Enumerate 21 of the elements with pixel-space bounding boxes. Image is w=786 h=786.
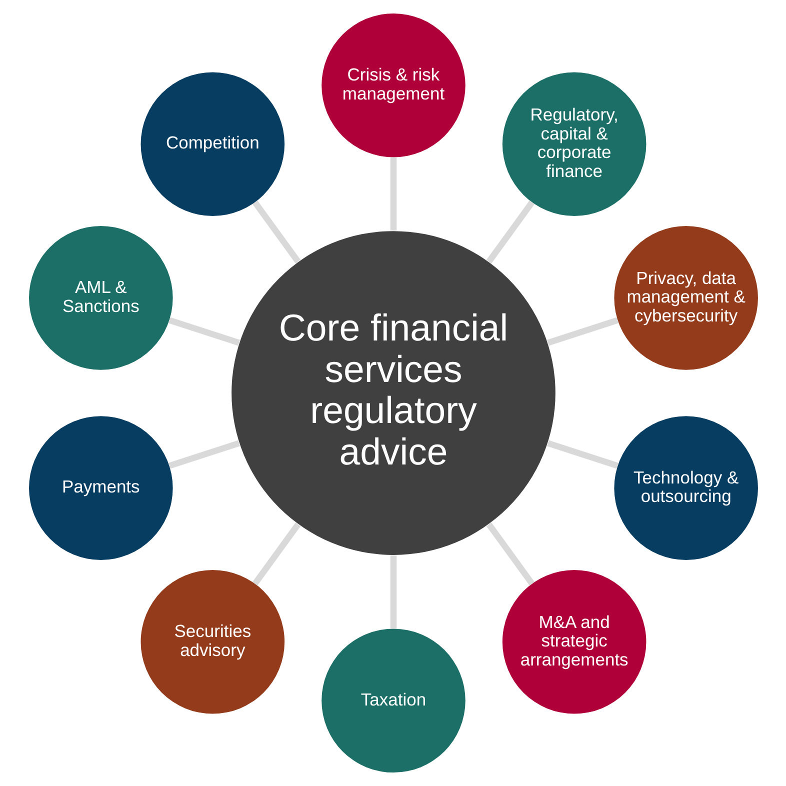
node-circle: Payments [28,416,172,560]
connector [486,522,534,586]
connector [546,440,618,469]
node-circle: Technology & outsourcing [614,416,758,560]
connector [390,555,396,629]
node-circle: AML & Sanctions [28,226,172,370]
node-circle: Core financial services regulatory advice [231,231,555,555]
node-circle: Privacy, data management & cybersecurity [614,226,758,370]
node-circle: Competition [140,72,284,216]
connector [168,440,240,469]
connector [486,200,534,264]
node-circle: Crisis & risk management [321,13,465,158]
node-circle: Regulatory, capital & corporate finance [502,72,646,216]
node-circle: M&A and strategic arrangements [502,570,646,714]
connector [390,157,396,231]
connector [546,317,618,346]
connector [252,522,300,586]
node-circle: Taxation [321,628,465,773]
node-circle: Securities advisory [140,570,284,714]
connector [168,317,240,346]
connector [252,200,300,264]
